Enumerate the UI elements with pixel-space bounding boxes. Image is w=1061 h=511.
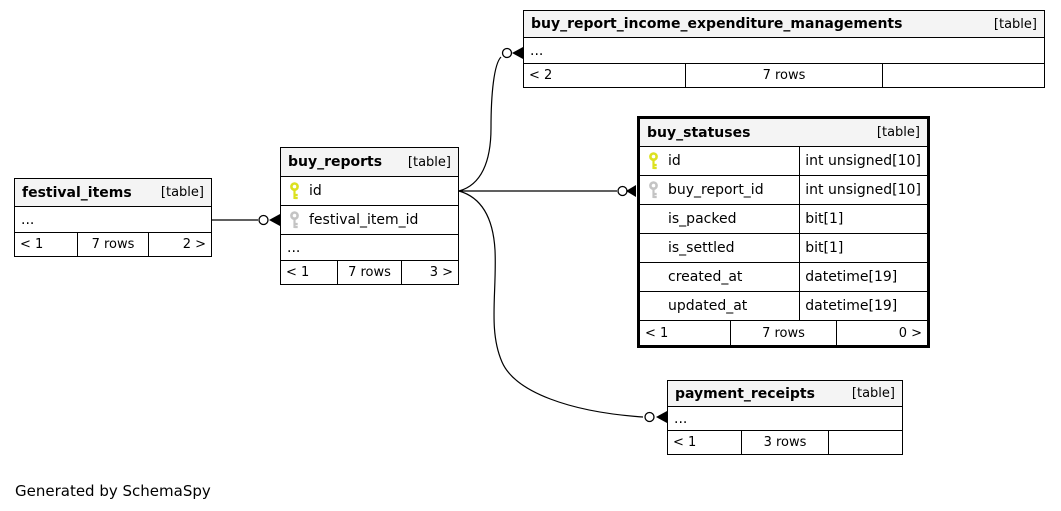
table-buy-reports: buy_reports [table] id festival_item_id … bbox=[280, 147, 459, 285]
children-count bbox=[883, 64, 1044, 87]
row-count: 3 rows bbox=[741, 431, 829, 454]
connector-buy-reports-to-buy-statuses bbox=[459, 185, 636, 197]
table-buy-statuses: buy_statuses [table] id int unsigned[10] bbox=[637, 116, 930, 348]
table-stats-row: < 1 3 rows bbox=[668, 431, 902, 454]
column-type: int unsigned[10] bbox=[799, 147, 921, 175]
table-payment-receipts: payment_receipts [table] ... < 1 3 rows bbox=[667, 380, 903, 455]
table-name-link[interactable]: payment_receipts bbox=[675, 385, 815, 402]
table-header: buy_report_income_expenditure_management… bbox=[524, 11, 1044, 38]
column-row: id int unsigned[10] bbox=[640, 147, 927, 176]
table-name-link[interactable]: festival_items bbox=[22, 184, 132, 201]
column-row: is_packed bit[1] bbox=[640, 205, 927, 234]
table-stats-row: < 1 7 rows 0 > bbox=[640, 321, 927, 345]
foreign-key-icon bbox=[648, 181, 668, 199]
parents-count: < 1 bbox=[286, 265, 310, 280]
table-name-link[interactable]: buy_reports bbox=[288, 154, 383, 170]
row-count: 7 rows bbox=[685, 64, 883, 87]
column-row: updated_at datetime[19] bbox=[640, 292, 927, 321]
column-name: buy_report_id bbox=[668, 182, 764, 198]
column-type: datetime[19] bbox=[799, 292, 897, 320]
column-name: created_at bbox=[668, 269, 743, 285]
table-header: payment_receipts [table] bbox=[668, 381, 902, 407]
table-festival-items: festival_items [table] ... < 1 7 rows 2 … bbox=[14, 178, 212, 257]
children-count: 0 > bbox=[898, 325, 922, 341]
parents-count: < 2 bbox=[529, 68, 553, 83]
column-name: is_packed bbox=[668, 211, 737, 227]
parents-count: < 1 bbox=[20, 237, 44, 252]
column-name: id bbox=[668, 153, 681, 169]
collapsed-columns-row: ... bbox=[281, 235, 458, 261]
primary-key-icon bbox=[648, 152, 668, 170]
column-row: festival_item_id bbox=[281, 206, 458, 235]
row-count: 7 rows bbox=[76, 233, 150, 256]
table-type-tag: [table] bbox=[993, 16, 1037, 32]
table-stats-row: < 1 7 rows 3 > bbox=[281, 261, 458, 284]
table-header: buy_reports [table] bbox=[281, 148, 458, 177]
column-row: created_at datetime[19] bbox=[640, 263, 927, 292]
table-type-tag: [table] bbox=[160, 185, 204, 200]
column-type: bit[1] bbox=[799, 205, 843, 233]
table-stats-row: < 1 7 rows 2 > bbox=[15, 233, 211, 256]
connector-buy-reports-to-income-expenditure bbox=[458, 47, 523, 192]
children-count: 3 > bbox=[429, 265, 453, 280]
table-buy-report-income-expenditure-managements: buy_report_income_expenditure_management… bbox=[523, 10, 1045, 88]
column-type: int unsigned[10] bbox=[799, 176, 921, 204]
generator-credit: Generated by SchemaSpy bbox=[15, 482, 211, 500]
collapsed-columns-row: ... bbox=[15, 207, 211, 233]
collapsed-columns-row: ... bbox=[668, 407, 902, 431]
row-count: 7 rows bbox=[336, 261, 403, 284]
table-stats-row: < 2 7 rows bbox=[524, 64, 1044, 87]
column-type: datetime[19] bbox=[799, 263, 897, 291]
column-name: id bbox=[309, 183, 322, 199]
primary-key-icon bbox=[289, 182, 309, 200]
table-header: buy_statuses [table] bbox=[640, 119, 927, 147]
children-count: 2 > bbox=[182, 237, 206, 252]
table-type-tag: [table] bbox=[407, 154, 451, 170]
table-type-tag: [table] bbox=[876, 125, 920, 140]
foreign-key-icon bbox=[289, 211, 309, 229]
column-row: is_settled bit[1] bbox=[640, 234, 927, 263]
column-type: bit[1] bbox=[799, 234, 843, 262]
parents-count: < 1 bbox=[645, 325, 669, 341]
children-count bbox=[829, 431, 902, 454]
column-name: updated_at bbox=[668, 298, 748, 314]
connector-festival-items-to-buy-reports bbox=[212, 214, 280, 226]
row-count: 7 rows bbox=[729, 321, 838, 345]
column-name: is_settled bbox=[668, 240, 735, 256]
column-row: buy_report_id int unsigned[10] bbox=[640, 176, 927, 205]
connector-buy-reports-to-payment-receipts bbox=[458, 190, 667, 423]
collapsed-columns-row: ... bbox=[524, 38, 1044, 64]
column-name: festival_item_id bbox=[309, 212, 419, 228]
column-row: id bbox=[281, 177, 458, 206]
table-type-tag: [table] bbox=[851, 386, 895, 401]
table-name-link[interactable]: buy_report_income_expenditure_management… bbox=[531, 16, 903, 32]
parents-count: < 1 bbox=[673, 435, 697, 450]
table-header: festival_items [table] bbox=[15, 179, 211, 207]
table-name-link[interactable]: buy_statuses bbox=[647, 124, 751, 141]
